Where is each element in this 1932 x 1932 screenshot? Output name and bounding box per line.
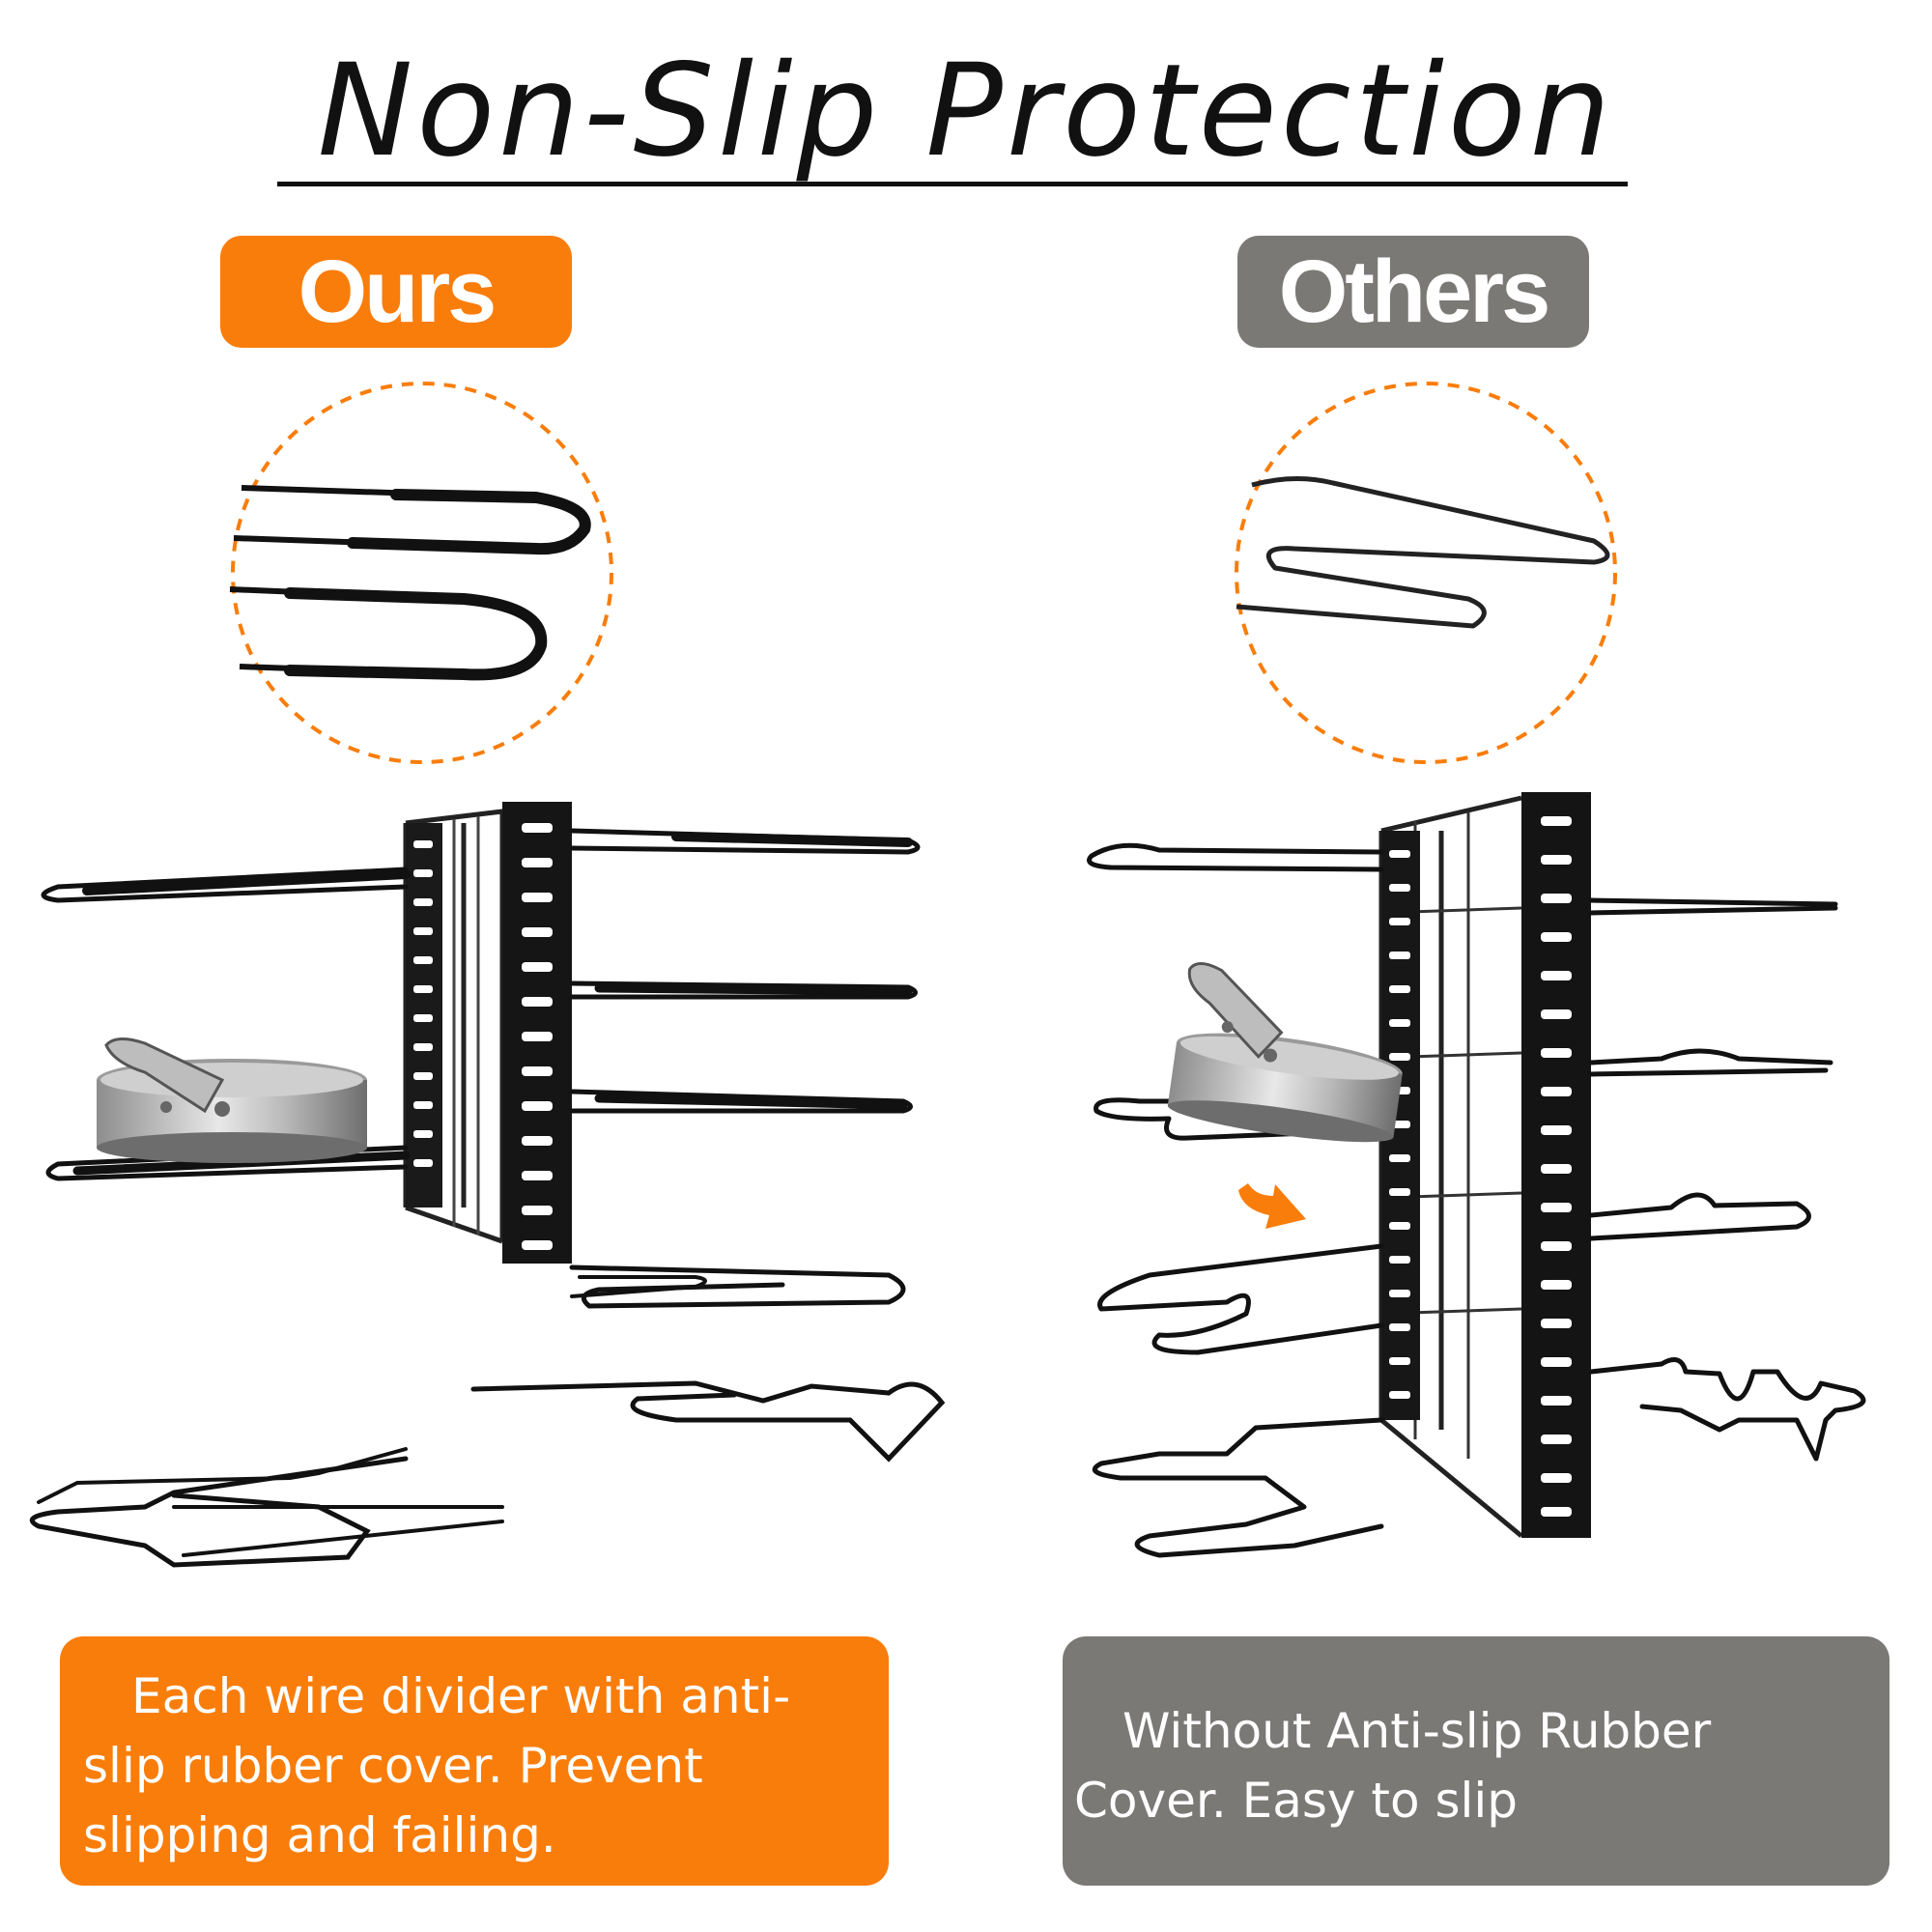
comparison-illustration bbox=[29, 382, 1866, 1568]
ours-description-box: Each wire divider with anti-slip rubber … bbox=[60, 1636, 889, 1886]
pan-rack-icon-ours bbox=[29, 802, 946, 1568]
pan-icon bbox=[97, 1037, 367, 1163]
pan-icon bbox=[1167, 962, 1403, 1143]
page-title: Non-Slip Protection bbox=[317, 37, 1615, 185]
title-underline bbox=[277, 182, 1628, 186]
bare-wire-closeup-icon bbox=[1235, 382, 1617, 764]
rubber-coated-wire-closeup-icon bbox=[229, 382, 613, 764]
ours-description: Each wire divider with anti-slip rubber … bbox=[83, 1668, 791, 1863]
others-description: Without Anti-slip Rubber Cover. Easy to … bbox=[1074, 1703, 1712, 1829]
curved-arrow-icon bbox=[1238, 1183, 1306, 1229]
pan-rack-icon-others bbox=[1087, 792, 1866, 1558]
others-description-box: Without Anti-slip Rubber Cover. Easy to … bbox=[1063, 1636, 1889, 1886]
others-badge: Others bbox=[1237, 236, 1589, 348]
ours-badge: Ours bbox=[220, 236, 572, 348]
